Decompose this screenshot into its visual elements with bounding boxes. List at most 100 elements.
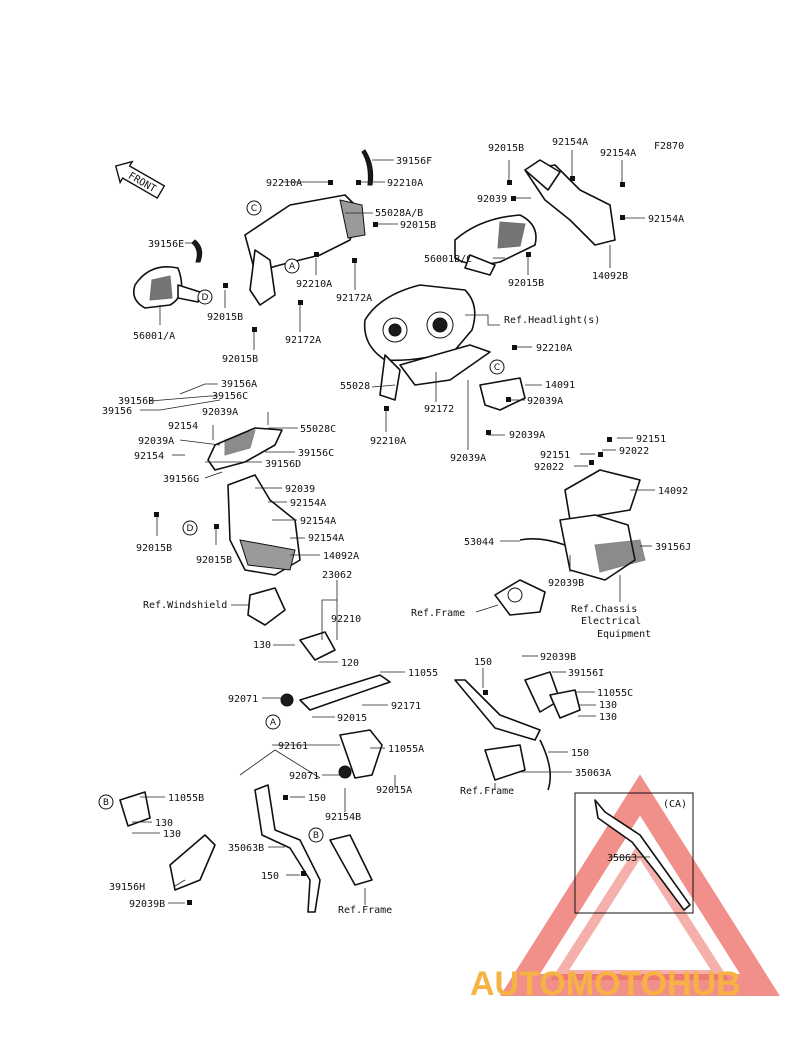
label-92015B-7: 92015B — [196, 555, 232, 566]
label-35063: 35063 — [607, 853, 637, 864]
label-92154A-3: 92154A — [648, 214, 684, 225]
label-92154B: 92154B — [325, 812, 361, 823]
label-39156I: 39156I — [568, 668, 604, 679]
label-55028: 55028 — [340, 381, 370, 392]
headlight-group — [363, 284, 526, 411]
front-arrow-icon: FRONT — [114, 160, 166, 200]
label-92210A-1: 92210A — [266, 178, 302, 189]
fastener-dots — [154, 176, 625, 905]
ca-box-label: (CA) — [663, 799, 687, 810]
label-92039A-2: 92039A — [509, 430, 545, 441]
label-92210A-4: 92210A — [536, 343, 572, 354]
label-92071-2: 92071 — [289, 771, 319, 782]
label-92022-2: 92022 — [534, 462, 564, 473]
svg-text:D: D — [202, 293, 209, 303]
label-92210: 92210 — [331, 614, 361, 625]
label-92015B-1: 92015B — [400, 220, 436, 231]
label-55028C: 55028C — [300, 424, 336, 435]
label-92039A-3: 92039A — [450, 453, 486, 464]
label-11055B: 11055B — [168, 793, 204, 804]
svg-text:C: C — [251, 204, 257, 214]
label-92172A-1: 92172A — [336, 293, 372, 304]
label-92154A-6: 92154A — [308, 533, 344, 544]
label-92210A-2: 92210A — [387, 178, 423, 189]
label-150-4: 150 — [261, 871, 279, 882]
label-92154A-5: 92154A — [300, 516, 336, 527]
label-92039A-5: 92039A — [138, 436, 174, 447]
label-92151-1: 92151 — [636, 434, 666, 445]
label-11055C: 11055C — [597, 688, 633, 699]
label-92022-1: 92022 — [619, 446, 649, 457]
leader-lines — [132, 150, 655, 905]
right-cowl-group — [494, 469, 646, 616]
label-150-3: 150 — [308, 793, 326, 804]
svg-text:B: B — [103, 798, 109, 808]
label-39156F: 39156F — [396, 156, 432, 167]
label-92039: 92039 — [477, 194, 507, 205]
label-ref-frame-2: Ref.Frame — [460, 786, 514, 797]
label-92154-2: 92154 — [134, 451, 164, 462]
label-130-2: 130 — [599, 700, 617, 711]
label-130-1: 130 — [253, 640, 271, 651]
label-92039B-2: 92039B — [540, 652, 576, 663]
label-92172A-2: 92172A — [285, 335, 321, 346]
label-92151-2: 92151 — [540, 450, 570, 461]
callout-b-1: B — [98, 794, 114, 810]
watermark-text: AUTOMOTOHUB — [470, 965, 741, 1003]
label-92039A-1: 92039A — [527, 396, 563, 407]
svg-text:B: B — [313, 831, 319, 841]
figure-code: F2870 — [654, 141, 684, 152]
left-inner-cowl-group — [207, 427, 301, 576]
label-150-2: 150 — [571, 748, 589, 759]
label-electrical: Electrical — [581, 616, 641, 627]
label-39156J: 39156J — [655, 542, 691, 553]
label-39156A: 39156A — [221, 379, 257, 390]
label-35063A: 35063A — [575, 768, 611, 779]
label-92015B-4: 92015B — [488, 143, 524, 154]
label-23062: 23062 — [322, 570, 352, 581]
label-55028A-B: 55028A/B — [375, 208, 423, 219]
label-39156: 39156 — [102, 406, 132, 417]
label-92015B-6: 92015B — [136, 543, 172, 554]
label-ref-chassis: Ref.Chassis — [571, 604, 637, 615]
svg-text:D: D — [187, 524, 194, 534]
label-92154A-4: 92154A — [290, 498, 326, 509]
svg-text:A: A — [270, 718, 277, 728]
label-92210A-3: 92210A — [296, 279, 332, 290]
svg-text:C: C — [494, 363, 500, 373]
callout-a-1: A — [284, 258, 300, 274]
label-35063B: 35063B — [228, 843, 264, 854]
label-56001B-C: 56001B/C — [424, 254, 472, 265]
stay-group — [119, 587, 581, 913]
label-39156D: 39156D — [265, 459, 301, 470]
label-92071-1: 92071 — [228, 694, 258, 705]
label-92039-2: 92039 — [285, 484, 315, 495]
label-ref-windshield: Ref.Windshield — [143, 600, 227, 611]
label-56001-A: 56001/A — [133, 331, 175, 342]
label-14091: 14091 — [545, 380, 575, 391]
label-92015B-2: 92015B — [207, 312, 243, 323]
label-92015A: 92015A — [376, 785, 412, 796]
label-92172: 92172 — [424, 404, 454, 415]
label-14092: 14092 — [658, 486, 688, 497]
label-11055A: 11055A — [388, 744, 424, 755]
callout-d-1: D — [197, 289, 213, 305]
label-ref-frame-3: Ref.Frame — [338, 905, 392, 916]
label-14092B: 14092B — [592, 271, 628, 282]
label-92015B-5: 92015B — [508, 278, 544, 289]
label-92015: 92015 — [337, 713, 367, 724]
label-92161: 92161 — [278, 741, 308, 752]
ca-inset: (CA) — [574, 792, 694, 914]
label-92015B-3: 92015B — [222, 354, 258, 365]
label-150-1: 150 — [474, 657, 492, 668]
upper-cowl-group — [132, 149, 616, 309]
callout-c-1: C — [246, 200, 262, 216]
label-92154A-1: 92154A — [552, 137, 588, 148]
callout-d-2: D — [182, 520, 198, 536]
label-92039A-4: 92039A — [202, 407, 238, 418]
label-130-4: 130 — [155, 818, 173, 829]
label-39156E: 39156E — [148, 239, 184, 250]
label-120: 120 — [341, 658, 359, 669]
label-39156B: 39156B — [118, 396, 154, 407]
